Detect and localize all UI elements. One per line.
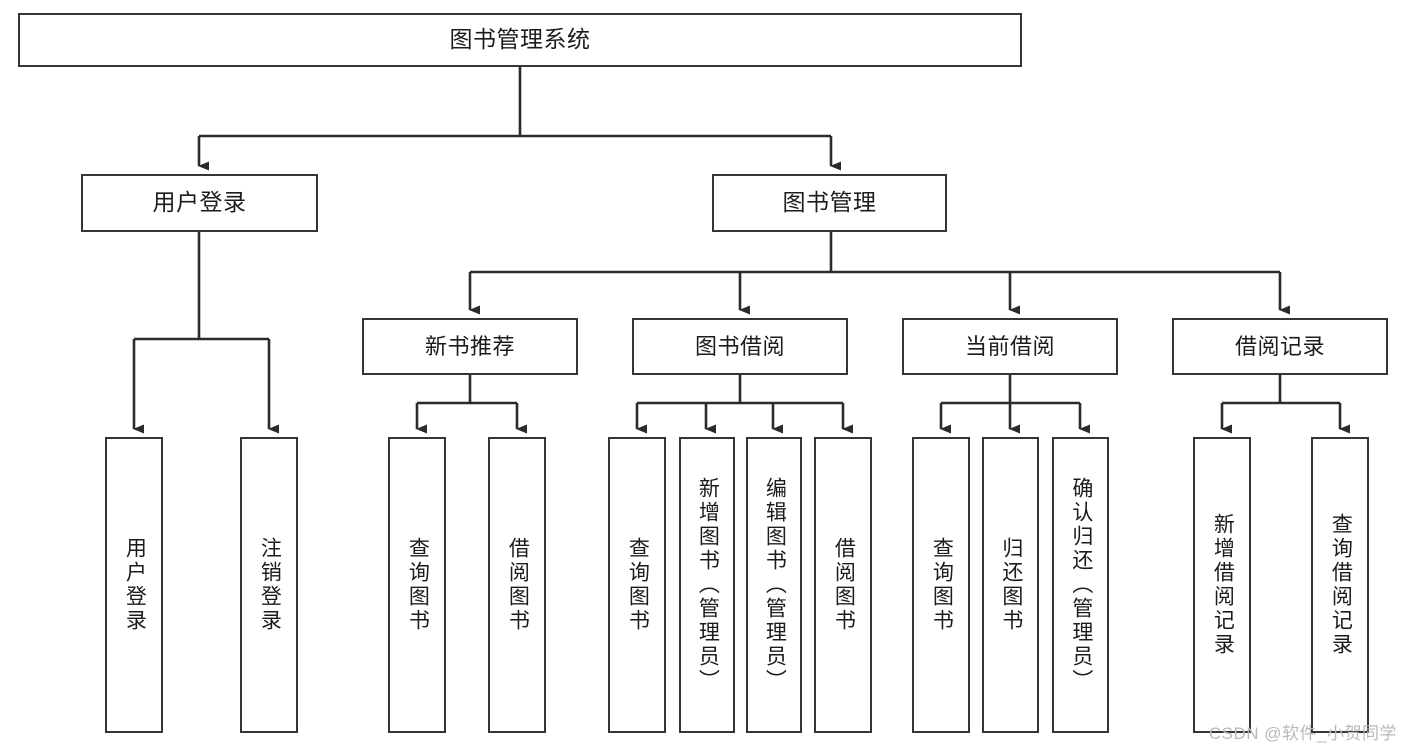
node-borrow-record[interactable]: 借阅记录 — [1172, 318, 1388, 375]
node-leaf-edit-book-label: 编辑图书（管理员） — [763, 477, 787, 693]
node-book-borrow-label: 图书借阅 — [694, 333, 785, 359]
node-new-book-recommend-label: 新书推荐 — [424, 333, 515, 359]
node-leaf-borrow-book-1[interactable]: 借阅图书 — [488, 437, 546, 733]
node-book-manage-label: 图书管理 — [782, 189, 877, 216]
node-current-borrow[interactable]: 当前借阅 — [902, 318, 1118, 375]
node-borrow-record-label: 借阅记录 — [1234, 333, 1325, 359]
node-leaf-add-book-label: 新增图书（管理员） — [696, 477, 720, 693]
node-user-login-label: 用户登录 — [152, 189, 247, 216]
node-leaf-edit-book[interactable]: 编辑图书（管理员） — [746, 437, 802, 733]
node-leaf-confirm-return-label: 确认归还（管理员） — [1069, 477, 1093, 693]
node-root-system[interactable]: 图书管理系统 — [18, 13, 1022, 67]
node-leaf-query-book-2-label: 查询图书 — [626, 537, 650, 633]
node-book-manage[interactable]: 图书管理 — [712, 174, 947, 232]
node-current-borrow-label: 当前借阅 — [964, 333, 1055, 359]
node-leaf-query-book-3-label: 查询图书 — [930, 537, 954, 633]
node-leaf-borrow-book-2[interactable]: 借阅图书 — [814, 437, 872, 733]
node-new-book-recommend[interactable]: 新书推荐 — [362, 318, 578, 375]
node-leaf-return-book[interactable]: 归还图书 — [982, 437, 1039, 733]
node-leaf-logout-label: 注销登录 — [258, 537, 282, 633]
node-leaf-query-book-1-label: 查询图书 — [406, 537, 430, 633]
node-leaf-add-record[interactable]: 新增借阅记录 — [1193, 437, 1251, 733]
node-leaf-confirm-return[interactable]: 确认归还（管理员） — [1052, 437, 1109, 733]
csdn-watermark: CSDN @软件_小贺同学 — [1208, 724, 1397, 743]
node-leaf-add-record-label: 新增借阅记录 — [1211, 513, 1235, 657]
node-book-borrow[interactable]: 图书借阅 — [632, 318, 848, 375]
node-leaf-add-book[interactable]: 新增图书（管理员） — [679, 437, 735, 733]
node-leaf-query-record[interactable]: 查询借阅记录 — [1311, 437, 1369, 733]
node-leaf-query-book-1[interactable]: 查询图书 — [388, 437, 446, 733]
node-user-login[interactable]: 用户登录 — [81, 174, 318, 232]
node-leaf-borrow-book-1-label: 借阅图书 — [506, 537, 530, 633]
node-leaf-user-login-label: 用户登录 — [123, 537, 147, 633]
node-leaf-user-login[interactable]: 用户登录 — [105, 437, 163, 733]
node-leaf-borrow-book-2-label: 借阅图书 — [832, 537, 856, 633]
node-leaf-query-record-label: 查询借阅记录 — [1329, 513, 1353, 657]
node-leaf-logout[interactable]: 注销登录 — [240, 437, 298, 733]
node-leaf-return-book-label: 归还图书 — [999, 537, 1023, 633]
node-root-system-label: 图书管理系统 — [449, 26, 591, 53]
node-leaf-query-book-3[interactable]: 查询图书 — [912, 437, 970, 733]
node-leaf-query-book-2[interactable]: 查询图书 — [608, 437, 666, 733]
